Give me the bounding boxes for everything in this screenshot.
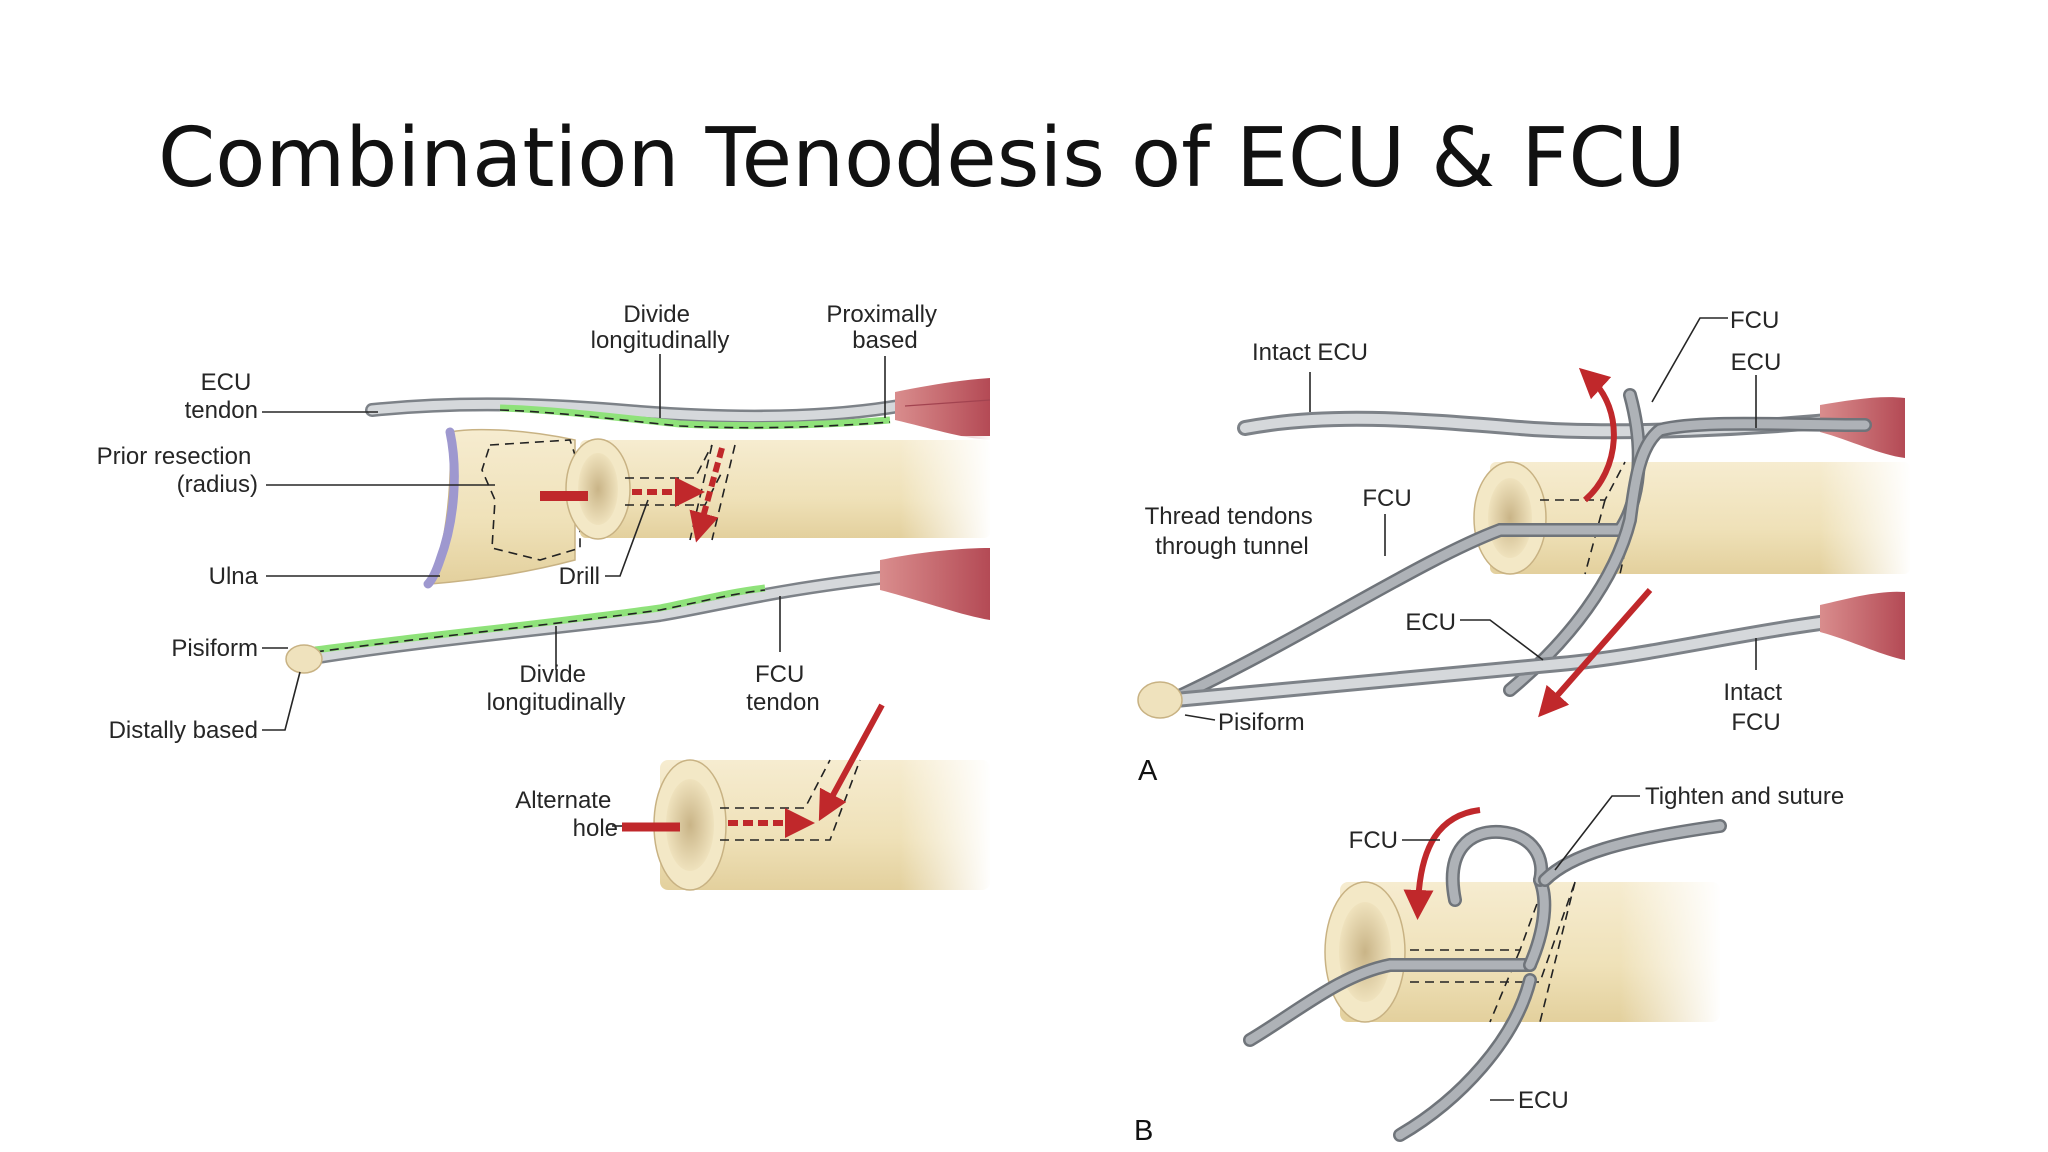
pisiform-label: Pisiform	[171, 635, 258, 662]
distally-based-label: Distally based	[109, 717, 258, 744]
divide-longitudinally-top-label: Divide longitudinally	[591, 301, 730, 354]
fcu-muscle	[880, 548, 990, 620]
pisiform-a	[1137, 681, 1183, 719]
panel-b: FCU Tighten and suture ECU B	[1134, 783, 1844, 1147]
pull-up-arrow	[1578, 367, 1617, 503]
fcu-split-region	[314, 584, 766, 654]
alternate-down-arrow	[818, 703, 885, 822]
thread-tendons-label: Thread tendons through tunnel	[1145, 503, 1320, 560]
fcu-loop-arrow	[1403, 807, 1481, 920]
fcu-mid-label: FCU	[1362, 485, 1411, 512]
ulna-label: Ulna	[209, 563, 259, 590]
panel-a-letter: A	[1138, 755, 1158, 787]
panel-b-letter: B	[1134, 1115, 1153, 1147]
ecu-b-label: ECU	[1518, 1087, 1569, 1114]
divide-longitudinally-bottom-label: Divide longitudinally	[487, 661, 626, 716]
pisiform-shape	[285, 644, 323, 674]
radius-shaft	[580, 440, 990, 538]
panel-a: Intact ECU FCU ECU Thread tendons throug…	[1137, 307, 1912, 787]
left-figure: ECU tendon Prior resection (radius) Ulna…	[97, 301, 992, 896]
ecu-top-label: ECU	[1731, 349, 1782, 376]
ecu-muscle	[895, 378, 990, 440]
intact-fcu-label: Intact FCU	[1723, 679, 1788, 736]
slide-title: Combination Tenodesis of ECU & FCU	[158, 111, 1686, 206]
prior-resection-label: Prior resection (radius)	[97, 443, 258, 498]
ulna-cartilage	[423, 427, 459, 589]
fcu-top-label: FCU	[1730, 307, 1779, 334]
drill-label: Drill	[559, 563, 600, 590]
pisiform-a-label: Pisiform	[1218, 709, 1305, 736]
intact-ecu-label: Intact ECU	[1252, 339, 1368, 366]
ecu-split-region	[499, 404, 891, 430]
ecu-mid-label: ECU	[1405, 609, 1456, 636]
ecu-tendon-label: ECU tendon	[185, 369, 258, 424]
alternate-hole-label: Alternate hole	[515, 787, 618, 842]
pull-down-arrow	[1538, 588, 1653, 718]
fcu-tendon-label: FCU tendon	[746, 661, 819, 716]
fcu-muscle-a	[1820, 591, 1905, 660]
drill-arrow-down	[689, 447, 725, 543]
proximally-based-label: Proximally based	[826, 301, 943, 354]
fcu-b-label: FCU	[1349, 827, 1398, 854]
ulna-shape	[428, 428, 576, 585]
tighten-suture-label: Tighten and suture	[1645, 783, 1844, 810]
